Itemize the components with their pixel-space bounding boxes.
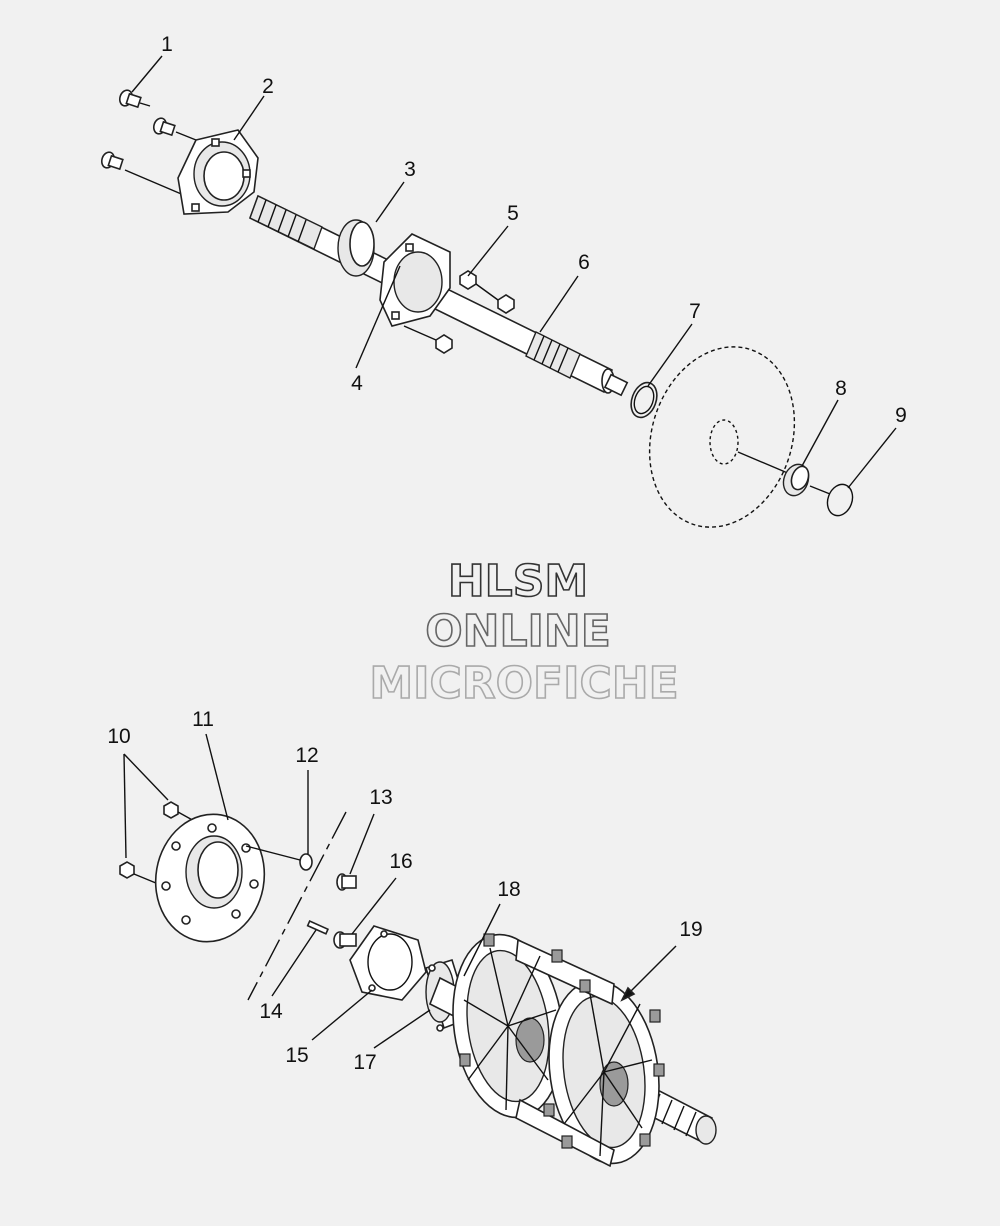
flange-plate-item-4 <box>379 233 451 327</box>
callout-19: 19 <box>679 918 702 941</box>
watermark: HLSM ONLINE MICROFICHE <box>369 555 680 710</box>
bolt-group-item-1 <box>100 89 197 197</box>
leader-lines-upper <box>131 55 897 489</box>
callout-2: 2 <box>262 75 274 98</box>
callout-labels: 1 2 3 4 5 6 7 8 9 10 11 12 13 14 15 16 1… <box>107 33 907 1074</box>
watermark-line-3: MICROFICHE <box>369 658 678 709</box>
callout-6: 6 <box>578 251 590 274</box>
watermark-line-2: ONLINE <box>425 606 611 657</box>
nut-group-item-5 <box>403 270 515 354</box>
leader-lines-lower <box>205 733 677 1049</box>
washer-item-12-guide <box>245 845 301 861</box>
drive-pulley-outline <box>648 346 796 528</box>
callout-11: 11 <box>192 708 214 731</box>
callout-4: 4 <box>351 372 363 395</box>
flange-plate-item-2 <box>177 129 259 215</box>
stud-item-16 <box>333 931 357 949</box>
center-line <box>247 811 347 1001</box>
callout-18: 18 <box>497 878 520 901</box>
callout-1: 1 <box>161 33 173 56</box>
drive-sprocket-item-19 <box>452 933 665 1168</box>
callout-10: 10 <box>107 725 130 748</box>
callout-5: 5 <box>507 202 519 225</box>
watermark-line-1: HLSM <box>448 556 588 607</box>
callout-3: 3 <box>404 158 416 181</box>
callout-16: 16 <box>389 850 412 873</box>
callout-12: 12 <box>295 744 318 767</box>
callout-7: 7 <box>689 300 701 323</box>
washer-item-12 <box>299 853 313 871</box>
callout-17: 17 <box>353 1051 376 1074</box>
snap-ring-item-7 <box>630 381 658 419</box>
pin-item-13 <box>336 873 357 891</box>
callout-15: 15 <box>285 1044 308 1067</box>
snap-ring-item-7-inner <box>633 385 655 415</box>
callout-13: 13 <box>369 786 392 809</box>
bearing-housing-item-11 <box>154 813 266 943</box>
roll-pin-item-14 <box>306 920 330 935</box>
bushing-item-8 <box>782 463 831 497</box>
callout-8: 8 <box>835 377 847 400</box>
callout-9: 9 <box>895 404 907 427</box>
ring-item-9 <box>826 483 854 517</box>
bearing-collar-item-3 <box>337 219 375 277</box>
callout-14: 14 <box>259 1000 283 1023</box>
gasket-plate-item-15 <box>349 925 427 1001</box>
